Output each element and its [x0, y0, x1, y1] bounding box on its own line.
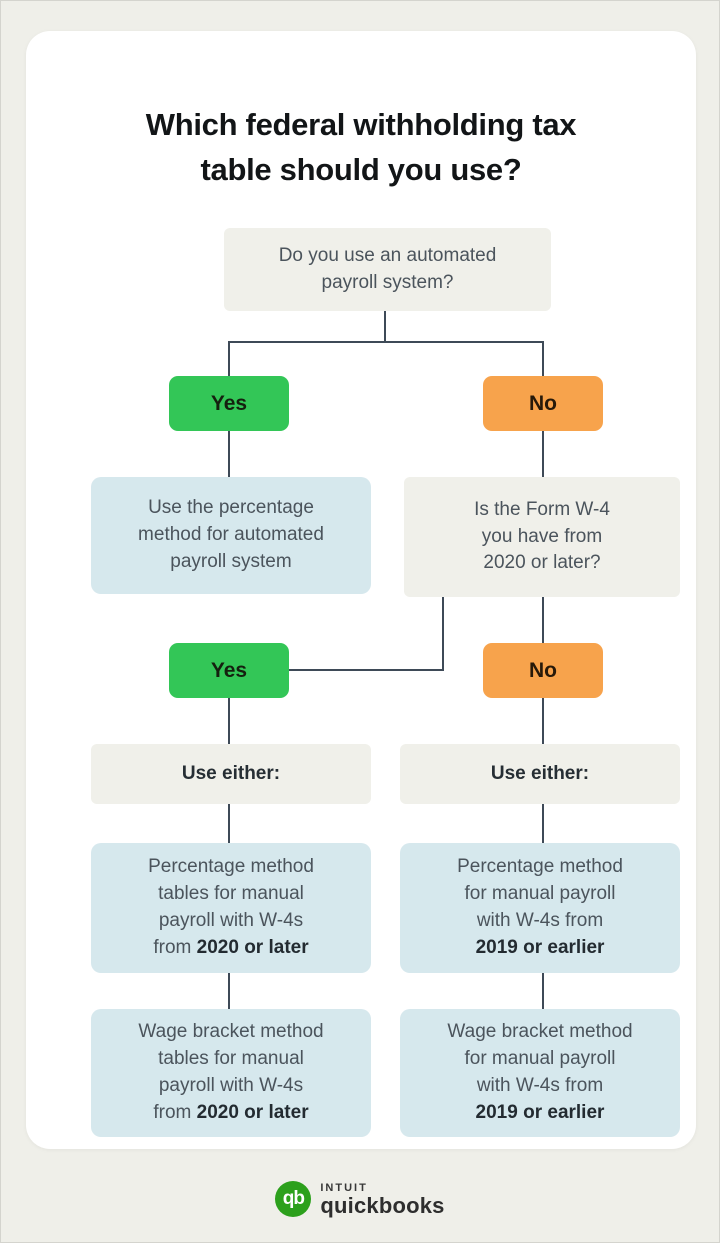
yes-badge-2: Yes — [169, 643, 289, 698]
percentage-manual-2019-box: Percentage method for manual payroll wit… — [400, 843, 680, 973]
connector-line — [228, 973, 230, 1009]
connector-line — [542, 804, 544, 843]
use-either-text: Use either: — [490, 762, 590, 784]
connector-line — [228, 804, 230, 843]
question-w4-year-box: Is the Form W-4 you have from 2020 or la… — [404, 477, 680, 597]
quickbooks-wordmark: quickbooks — [320, 1193, 445, 1218]
connector-line — [542, 431, 544, 477]
no-badge-2: No — [483, 643, 603, 698]
intuit-quickbooks-logo: qb INTUIT quickbooks — [1, 1181, 719, 1217]
result-bold-year: 2019 or earlier — [475, 936, 605, 958]
connector-line — [542, 341, 544, 376]
page-title: Which federal withholding tax table shou… — [145, 107, 577, 187]
logo-wordmark: INTUIT quickbooks — [320, 1181, 445, 1218]
no-badge-1: No — [483, 376, 603, 431]
result-text: Wage bracket method tables for manual pa… — [138, 1021, 324, 1123]
result-text: Use the percentage method for automated … — [138, 497, 324, 572]
question-automated-payroll-box: Do you use an automated payroll system? — [224, 228, 551, 311]
result-bold-year: 2019 or earlier — [475, 1101, 605, 1123]
connector-line — [542, 597, 544, 643]
wage-bracket-2019-box: Wage bracket method for manual payroll w… — [400, 1009, 680, 1137]
percentage-automated-result-box: Use the percentage method for automated … — [91, 477, 371, 594]
use-either-left-box: Use either: — [91, 744, 371, 804]
result-text: Wage bracket method for manual payroll w… — [447, 1021, 633, 1096]
connector-line — [228, 341, 230, 376]
result-bold-year: 2020 or later — [196, 1101, 309, 1123]
connector-line — [228, 698, 230, 744]
connector-line — [228, 431, 230, 477]
quickbooks-logo-icon: qb — [275, 1181, 312, 1217]
wage-bracket-2020-box: Wage bracket method tables for manual pa… — [91, 1009, 371, 1137]
connector-line — [442, 597, 444, 671]
result-bold-year: 2020 or later — [196, 936, 309, 958]
connector-line — [542, 698, 544, 744]
intuit-wordmark: INTUIT — [320, 1182, 368, 1194]
infographic-card: Which federal withholding tax table shou… — [26, 31, 696, 1149]
use-either-text: Use either: — [181, 762, 281, 784]
yes-badge-1: Yes — [169, 376, 289, 431]
connector-line — [289, 669, 444, 671]
question-text: Do you use an automated payroll system? — [278, 244, 497, 293]
connector-line — [542, 973, 544, 1009]
result-text: Percentage method for manual payroll wit… — [457, 856, 623, 931]
question-text: Is the Form W-4 you have from 2020 or la… — [474, 498, 610, 574]
connector-line — [228, 341, 544, 343]
result-text: Percentage method tables for manual payr… — [148, 856, 314, 958]
connector-line — [384, 311, 386, 341]
use-either-right-box: Use either: — [400, 744, 680, 804]
percentage-manual-2020-box: Percentage method tables for manual payr… — [91, 843, 371, 973]
